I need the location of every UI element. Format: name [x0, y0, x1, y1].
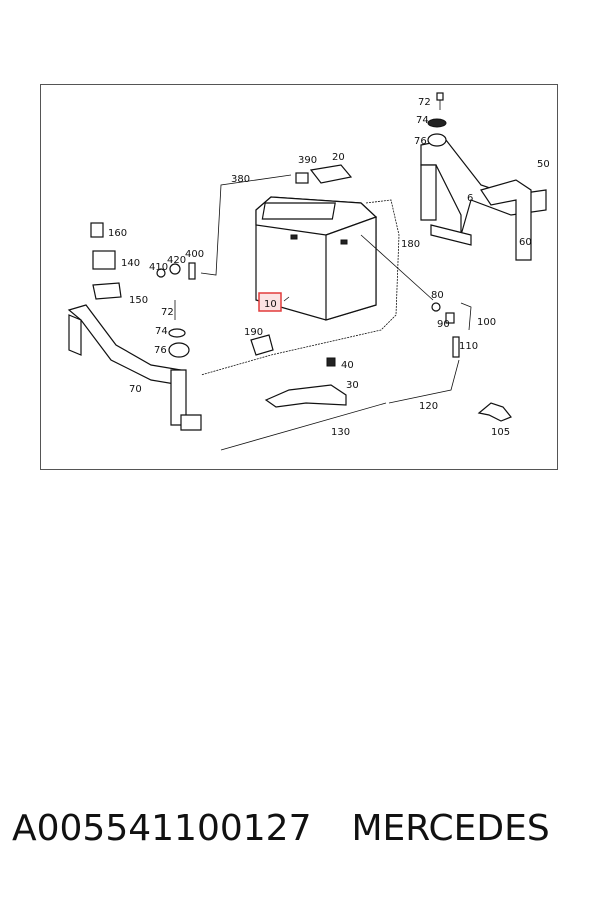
battery: [255, 196, 378, 321]
callout: 420: [167, 255, 186, 266]
nut-410: [156, 268, 166, 278]
callout: 380: [231, 174, 250, 185]
callout: 390: [298, 155, 317, 166]
cable-380: [200, 174, 292, 276]
callout: 400: [185, 249, 204, 260]
callout: 190: [244, 327, 263, 338]
holder-140: [92, 250, 116, 270]
callout: 130: [331, 427, 350, 438]
callout: 410: [149, 262, 168, 273]
hose-130: [220, 402, 387, 451]
callout-highlighted: 10: [264, 299, 277, 310]
brand-name: MERCEDES: [351, 808, 550, 849]
callout: 150: [129, 295, 148, 306]
callout: 72: [418, 97, 431, 108]
callout: 80: [431, 290, 444, 301]
callout: 100: [477, 317, 496, 328]
battery-parts-diagram: 72 74 76 50 6 60 390 20 380 180 160 140 …: [67, 92, 550, 451]
bolt-72-top: [436, 92, 444, 110]
callout: 20: [332, 152, 345, 163]
grommet-76-left: [168, 342, 190, 358]
callout: 40: [341, 360, 354, 371]
callout: 140: [121, 258, 140, 269]
callout: 74: [416, 115, 429, 126]
part-90: [445, 312, 455, 324]
terminal-cover-20: [309, 164, 353, 184]
hose-120: [388, 359, 460, 404]
callout: 90: [437, 319, 450, 330]
diagram-frame: 72 74 76 50 6 60 390 20 380 180 160 140 …: [40, 84, 558, 470]
screw-400: [188, 262, 196, 280]
highlight-box: [258, 292, 282, 312]
callout: 110: [459, 341, 478, 352]
bracket-30: [264, 384, 347, 408]
callout: 180: [401, 239, 420, 250]
washer-420: [169, 263, 181, 275]
cable-180: [200, 199, 400, 376]
callout: 160: [108, 228, 127, 239]
callout: 76: [414, 136, 427, 147]
callout: 120: [419, 401, 438, 412]
washer-74-left: [168, 328, 186, 338]
callout: 76: [154, 345, 167, 356]
callout: 72: [161, 307, 174, 318]
clamp-390: [295, 172, 309, 184]
hose-110: [452, 336, 460, 358]
battery-bracket-right: [420, 139, 547, 261]
strap-105: [477, 402, 512, 422]
part-number: A005541100127: [12, 808, 312, 849]
part-info: A005541100127 MERCEDES: [12, 808, 592, 856]
battery-bracket-left: [67, 304, 202, 431]
grommet-76-top: [427, 133, 447, 147]
boot-190: [250, 334, 274, 356]
callout: 6: [467, 193, 473, 204]
part-80: [431, 302, 441, 312]
callout-labels: 72 74 76 50 6 60 390 20 380 180 160 140 …: [108, 97, 550, 438]
washer-74-top: [427, 118, 447, 128]
callout: 74: [155, 326, 168, 337]
callout: 30: [346, 380, 359, 391]
fuse-160: [90, 222, 104, 238]
hose-100: [460, 302, 472, 331]
callout: 70: [129, 384, 142, 395]
callout: 105: [491, 427, 510, 438]
cover-150: [92, 282, 122, 300]
callout: 50: [537, 159, 550, 170]
callout: 60: [519, 237, 532, 248]
nut-40: [326, 357, 336, 367]
